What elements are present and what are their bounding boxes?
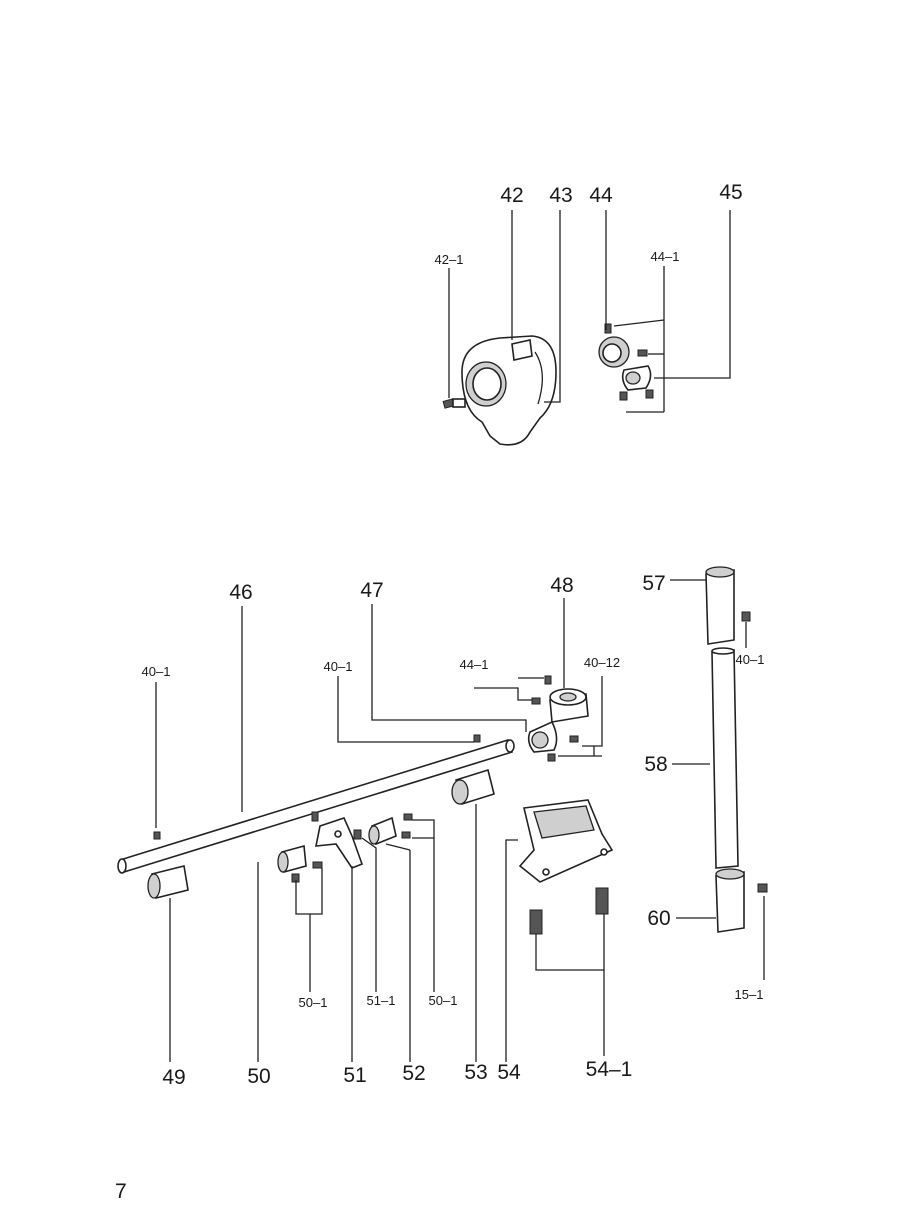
- label-46: 46: [229, 581, 252, 604]
- part-42-1-screw: [442, 398, 466, 409]
- label-52: 52: [402, 1062, 425, 1085]
- label-44: 44: [589, 184, 613, 207]
- label-42-1: 42–1: [435, 252, 464, 267]
- label-40-1-shaft: 40–1: [142, 664, 171, 679]
- part-54-1-screws: [529, 887, 609, 935]
- label-51: 51: [343, 1064, 366, 1087]
- part-52-bushing: [368, 813, 413, 846]
- label-48: 48: [550, 574, 573, 597]
- label-50-1-left: 50–1: [299, 995, 328, 1010]
- upper-leader-lines: [448, 210, 731, 413]
- part-53-spacer: [451, 768, 495, 806]
- part-54-housing: [518, 799, 614, 883]
- part-44-collar: [598, 323, 648, 368]
- part-57-coupling: [705, 566, 751, 645]
- part-48-bushing: [531, 675, 589, 723]
- label-44-1: 44–1: [651, 249, 680, 264]
- label-40-12: 40–12: [584, 655, 620, 670]
- label-40-1-coupling: 40–1: [736, 652, 765, 667]
- part-47-collar: [527, 720, 579, 762]
- part-51-bracket: [311, 811, 364, 869]
- label-44-1-lower: 44–1: [460, 657, 489, 672]
- part-42-housing: [461, 335, 557, 446]
- label-42: 42: [500, 184, 523, 207]
- label-43: 43: [549, 184, 572, 207]
- part-58-rod: [711, 647, 739, 869]
- part-60-coupling: [715, 868, 768, 933]
- part-49-bushing: [147, 865, 189, 899]
- page-number: 7: [115, 1180, 127, 1203]
- label-50: 50: [247, 1065, 270, 1088]
- part-50-bushing: [277, 844, 323, 883]
- label-47: 47: [360, 579, 383, 602]
- label-57: 57: [642, 572, 665, 595]
- label-54: 54: [497, 1061, 521, 1084]
- label-51-1: 51–1: [367, 993, 396, 1008]
- label-50-1-right: 50–1: [429, 993, 458, 1008]
- label-49: 49: [162, 1066, 185, 1089]
- part-46-shaft: [117, 734, 515, 874]
- part-45-gear-collar: [619, 365, 654, 401]
- label-15-1: 15–1: [735, 987, 764, 1002]
- label-40-1-collar: 40–1: [324, 659, 353, 674]
- label-58: 58: [644, 753, 667, 776]
- label-53: 53: [464, 1061, 487, 1084]
- lower-leader-lines: [155, 579, 765, 1062]
- label-54-1: 54–1: [586, 1058, 633, 1081]
- label-45: 45: [719, 181, 742, 204]
- label-60: 60: [647, 907, 670, 930]
